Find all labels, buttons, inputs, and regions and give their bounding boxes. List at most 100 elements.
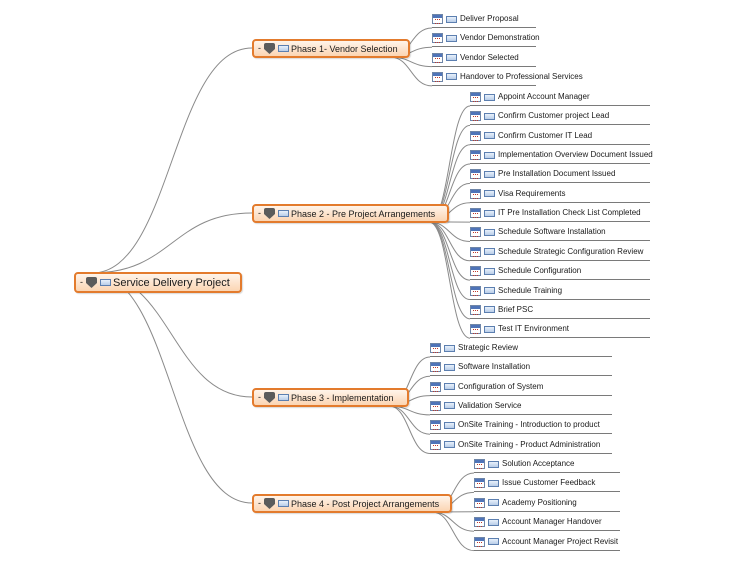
- collapse-toggle[interactable]: -: [80, 277, 83, 287]
- task-label: Configuration of System: [458, 381, 544, 391]
- task-underline: [432, 46, 536, 48]
- task-underline: [430, 452, 612, 454]
- note-box-icon: [484, 151, 495, 159]
- calendar-icon: [430, 381, 441, 392]
- calendar-icon: [470, 150, 481, 161]
- task-underline: [474, 472, 620, 473]
- task-underline: [474, 510, 620, 512]
- calendar-icon: [470, 227, 481, 238]
- task-item[interactable]: Brief PSC: [470, 302, 650, 319]
- task-label: Validation Service: [458, 400, 522, 410]
- task-item[interactable]: Schedule Software Installation: [470, 224, 650, 242]
- task-label: Academy Positioning: [502, 497, 577, 507]
- task-underline: [470, 259, 650, 261]
- task-underline: [432, 27, 536, 28]
- task-item[interactable]: Issue Customer Feedback: [474, 475, 620, 493]
- calendar-icon: [430, 343, 441, 353]
- task-item[interactable]: Validation Service: [430, 398, 612, 415]
- task-item[interactable]: OnSite Training - Product Administration: [430, 437, 612, 454]
- task-label: Strategic Review: [458, 343, 519, 352]
- calendar-icon: [470, 324, 481, 335]
- calendar-icon: [474, 478, 485, 489]
- task-underline: [432, 65, 536, 67]
- calendar-icon: [432, 14, 443, 24]
- calendar-icon: [470, 246, 481, 257]
- task-underline: [474, 530, 620, 532]
- task-label: Account Manager Handover: [502, 517, 602, 527]
- task-item[interactable]: Appoint Account Manager: [470, 89, 650, 106]
- note-box-icon: [446, 34, 457, 42]
- task-underline: [470, 240, 650, 242]
- task-item[interactable]: Visa Requirements: [470, 186, 650, 203]
- task-item[interactable]: Account Manager Handover: [474, 514, 620, 532]
- root-phase-connector: [91, 212, 253, 274]
- note-box-icon: [100, 279, 111, 286]
- phase-node[interactable]: - Phase 2 - Pre Project Arrangements: [252, 204, 449, 223]
- note-box-icon: [484, 228, 495, 236]
- task-item[interactable]: Confirm Customer IT Lead: [470, 128, 650, 145]
- phase-task-connector: [428, 221, 471, 320]
- task-label: Brief PSC: [498, 304, 534, 314]
- phase-node[interactable]: - Phase 3 - Implementation: [252, 388, 409, 407]
- task-label: Solution Acceptance: [502, 459, 575, 468]
- note-box-icon: [484, 112, 495, 120]
- phase-node-label: Phase 4 - Post Project Arrangements: [291, 498, 440, 509]
- calendar-icon: [474, 459, 485, 469]
- task-label: Schedule Software Installation: [498, 227, 606, 237]
- task-item[interactable]: Implementation Overview Document Issued: [470, 147, 653, 165]
- task-label: Software Installation: [458, 362, 531, 372]
- root-node[interactable]: - Service Delivery Project: [74, 272, 242, 293]
- note-box-icon: [484, 209, 495, 217]
- task-item[interactable]: Account Manager Project Revisit: [474, 534, 620, 551]
- task-item[interactable]: Configuration of System: [430, 379, 612, 396]
- task-item[interactable]: Vendor Demonstration: [432, 30, 540, 48]
- note-box-icon: [484, 306, 495, 314]
- collapse-toggle[interactable]: -: [258, 498, 261, 508]
- task-label: Deliver Proposal: [460, 14, 519, 23]
- task-label: Test IT Environment: [498, 324, 569, 334]
- calendar-icon: [430, 420, 441, 431]
- task-underline: [474, 491, 620, 493]
- task-label: Visa Requirements: [498, 188, 566, 198]
- task-label: Confirm Customer IT Lead: [498, 130, 593, 140]
- task-item[interactable]: Confirm Customer project Lead: [470, 108, 650, 126]
- phase-task-connector: [388, 405, 431, 454]
- task-item[interactable]: Strategic Review: [430, 340, 612, 357]
- collapse-toggle[interactable]: -: [258, 43, 261, 53]
- note-box-icon: [484, 267, 495, 275]
- task-item[interactable]: Schedule Configuration: [470, 263, 650, 281]
- note-box-icon: [484, 325, 495, 333]
- task-item[interactable]: Vendor Selected: [432, 50, 536, 67]
- phase-task-connector: [428, 221, 471, 300]
- note-box-icon: [488, 479, 499, 487]
- note-box-icon: [278, 394, 289, 401]
- task-item[interactable]: Pre Installation Document Issued: [470, 166, 650, 184]
- calendar-icon: [470, 188, 481, 199]
- task-item[interactable]: Test IT Environment: [470, 321, 650, 339]
- note-box-icon: [444, 402, 455, 410]
- phase-node[interactable]: - Phase 1- Vendor Selection: [252, 39, 410, 58]
- note-box-icon: [444, 363, 455, 371]
- task-item[interactable]: Handover to Professional Services: [432, 69, 583, 86]
- task-underline: [470, 143, 650, 145]
- collapse-toggle[interactable]: -: [258, 208, 261, 218]
- collapse-toggle[interactable]: -: [258, 392, 261, 402]
- task-item[interactable]: Solution Acceptance: [474, 456, 620, 473]
- task-item[interactable]: Software Installation: [430, 359, 612, 377]
- note-box-icon: [444, 441, 455, 448]
- calendar-icon: [474, 517, 485, 528]
- calendar-icon: [474, 497, 485, 508]
- task-item[interactable]: OnSite Training - Introduction to produc…: [430, 417, 612, 435]
- note-box-icon: [446, 15, 457, 23]
- phase-node[interactable]: - Phase 4 - Post Project Arrangements: [252, 494, 452, 513]
- note-box-icon: [484, 248, 495, 256]
- task-item[interactable]: Academy Positioning: [474, 495, 620, 512]
- phase-node-label: Phase 2 - Pre Project Arrangements: [291, 208, 436, 219]
- task-item[interactable]: IT Pre Installation Check List Completed: [470, 205, 650, 223]
- root-phase-connector: [91, 47, 253, 274]
- task-underline: [470, 279, 650, 281]
- root-phase-connector: [91, 272, 253, 504]
- task-item[interactable]: Schedule Training: [470, 283, 650, 300]
- task-item[interactable]: Deliver Proposal: [432, 11, 536, 28]
- task-item[interactable]: Schedule Strategic Configuration Review: [470, 244, 650, 261]
